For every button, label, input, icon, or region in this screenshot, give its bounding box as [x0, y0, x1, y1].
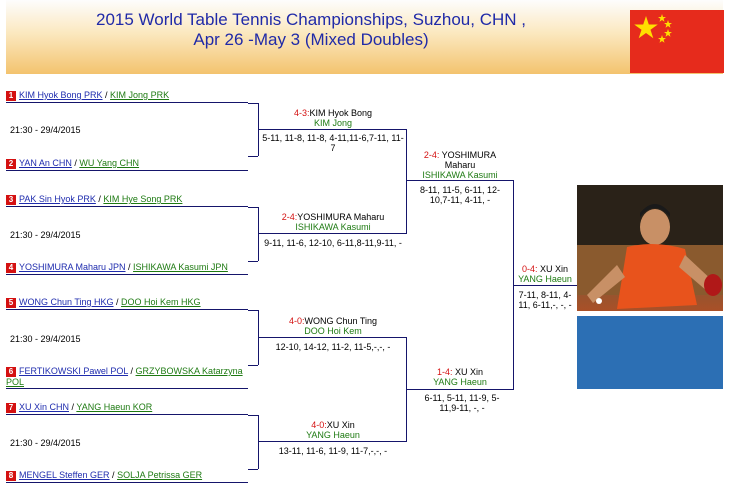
- title-line-1: 2015 World Table Tennis Championships, S…: [96, 10, 526, 29]
- match-result: 2-4:YOSHIMURA Maharu ISHIKAWA Kasumi: [262, 212, 404, 232]
- match-score: 2-4:: [423, 150, 440, 160]
- match-result: 4-0:WONG Chun Ting DOO Hoi Kem: [262, 316, 404, 336]
- bracket-connector: [258, 207, 259, 261]
- champion-name: XU Xin: [540, 264, 569, 274]
- player-link[interactable]: XU Xin CHN: [19, 402, 70, 412]
- seed-badge: 4: [6, 263, 16, 273]
- bracket-connector: [248, 207, 258, 208]
- page-title: 2015 World Table Tennis Championships, S…: [6, 10, 616, 50]
- partner-link[interactable]: SOLJA Petrissa GER: [117, 470, 203, 480]
- bracket-connector: [258, 233, 406, 234]
- bracket-connector: [248, 156, 258, 157]
- bracket-connector: [248, 469, 258, 470]
- player-link[interactable]: KIM Hyok Bong PRK: [19, 90, 103, 100]
- partner-link[interactable]: WU Yang CHN: [79, 158, 140, 168]
- bracket-connector: [248, 310, 258, 311]
- match-time: 21:30 - 29/4/2015: [10, 230, 81, 240]
- match-result: 2-4: YOSHIMURA Maharu ISHIKAWA Kasumi: [410, 150, 510, 180]
- match-score: 1-4:: [436, 367, 453, 377]
- match-score: 4-0:: [311, 420, 327, 430]
- match-result: 1-4: XU Xin YANG Haeun: [410, 367, 510, 387]
- bracket-connector: [258, 337, 406, 338]
- title-line-2: Apr 26 -May 3 (Mixed Doubles): [193, 30, 429, 49]
- game-scores: 6-11, 5-11, 11-9, 5-11,9-11, -, -: [424, 393, 500, 413]
- seed-badge: 1: [6, 91, 16, 101]
- game-scores: 7-11, 8-11, 4-11, 6-11,-, -, -: [518, 290, 572, 310]
- bracket-connector: [258, 441, 406, 442]
- bracket-connector: [406, 389, 513, 390]
- bracket-connector: [513, 285, 577, 286]
- bracket-connector: [248, 415, 258, 416]
- game-scores: 5-11, 11-8, 11-8, 4-11,11-6,7-11, 11-7: [262, 133, 404, 153]
- match-time: 21:30 - 29/4/2015: [10, 438, 81, 448]
- champion-partner: YANG Haeun: [518, 274, 572, 284]
- game-scores: 8-11, 11-5, 6-11, 12-10,7-11, 4-11, -: [419, 185, 501, 205]
- match-score: 4-3:: [293, 108, 310, 118]
- bracket-connector: [248, 365, 258, 366]
- match-score: 0-4:: [521, 264, 538, 274]
- bracket-connector: [248, 261, 258, 262]
- winner-partner: KIM Jong: [313, 118, 353, 128]
- match-time: 21:30 - 29/4/2015: [10, 334, 81, 344]
- partner-link[interactable]: KIM Hye Song PRK: [103, 194, 183, 204]
- player-link[interactable]: MENGEL Steffen GER: [19, 470, 110, 480]
- bracket-connector: [248, 103, 258, 104]
- winner-partner: ISHIKAWA Kasumi: [422, 170, 498, 180]
- winner-name: XU Xin: [455, 367, 484, 377]
- bracket-connector: [406, 129, 407, 234]
- player-link[interactable]: FERTIKOWSKI Pawel POL: [19, 366, 129, 376]
- seed-badge: 6: [6, 367, 16, 377]
- partner-link[interactable]: ISHIKAWA Kasumi JPN: [133, 262, 228, 272]
- winner-name: WONG Chun Ting: [304, 316, 378, 326]
- bracket-connector: [258, 415, 259, 469]
- seed-badge: 5: [6, 298, 16, 308]
- seed-badge: 8: [6, 471, 16, 481]
- match-time: 21:30 - 29/4/2015: [10, 125, 81, 135]
- china-flag-icon: [630, 10, 724, 73]
- player-link[interactable]: WONG Chun Ting HKG: [19, 297, 114, 307]
- game-scores: 9-11, 11-6, 12-10, 6-11,8-11,9-11, -: [264, 238, 402, 248]
- page-header: 2015 World Table Tennis Championships, S…: [6, 0, 724, 74]
- seed-badge: 3: [6, 195, 16, 205]
- partner-link[interactable]: YANG Haeun KOR: [76, 402, 153, 412]
- final-result: 0-4: XU Xin YANG Haeun: [515, 264, 575, 284]
- winner-name: YOSHIMURA Maharu: [441, 150, 497, 170]
- winner-name: KIM Hyok Bong: [309, 108, 373, 118]
- game-scores: 13-11, 11-6, 11-9, 11-7,-,-, -: [278, 446, 388, 456]
- player-link[interactable]: YAN An CHN: [19, 158, 72, 168]
- seed-badge: 2: [6, 159, 16, 169]
- winner-partner: YANG Haeun: [433, 377, 487, 387]
- partner-link[interactable]: GRZYBOWSKA Katarzyna POL: [6, 366, 243, 387]
- match-result: 4-0:XU Xin YANG Haeun: [262, 420, 404, 440]
- bracket-connector: [406, 180, 513, 181]
- match-result: 4-3:KIM Hyok Bong KIM Jong: [262, 108, 404, 128]
- match-score: 4-0:: [288, 316, 305, 326]
- champion-photo: [577, 185, 723, 389]
- seed-badge: 7: [6, 403, 16, 413]
- winner-partner: YANG Haeun: [306, 430, 360, 440]
- bracket-connector: [258, 129, 406, 130]
- partner-link[interactable]: DOO Hoi Kem HKG: [121, 297, 201, 307]
- partner-link[interactable]: KIM Jong PRK: [110, 90, 170, 100]
- winner-partner: DOO Hoi Kem: [304, 326, 362, 336]
- player-link[interactable]: PAK Sin Hyok PRK: [19, 194, 96, 204]
- game-scores: 12-10, 14-12, 11-2, 11-5,-,-, -: [275, 342, 391, 352]
- player-link[interactable]: YOSHIMURA Maharu JPN: [19, 262, 126, 272]
- match-score: 2-4:: [281, 212, 298, 222]
- winner-partner: ISHIKAWA Kasumi: [295, 222, 371, 232]
- winner-name: XU Xin: [326, 420, 355, 430]
- winner-name: YOSHIMURA Maharu: [297, 212, 385, 222]
